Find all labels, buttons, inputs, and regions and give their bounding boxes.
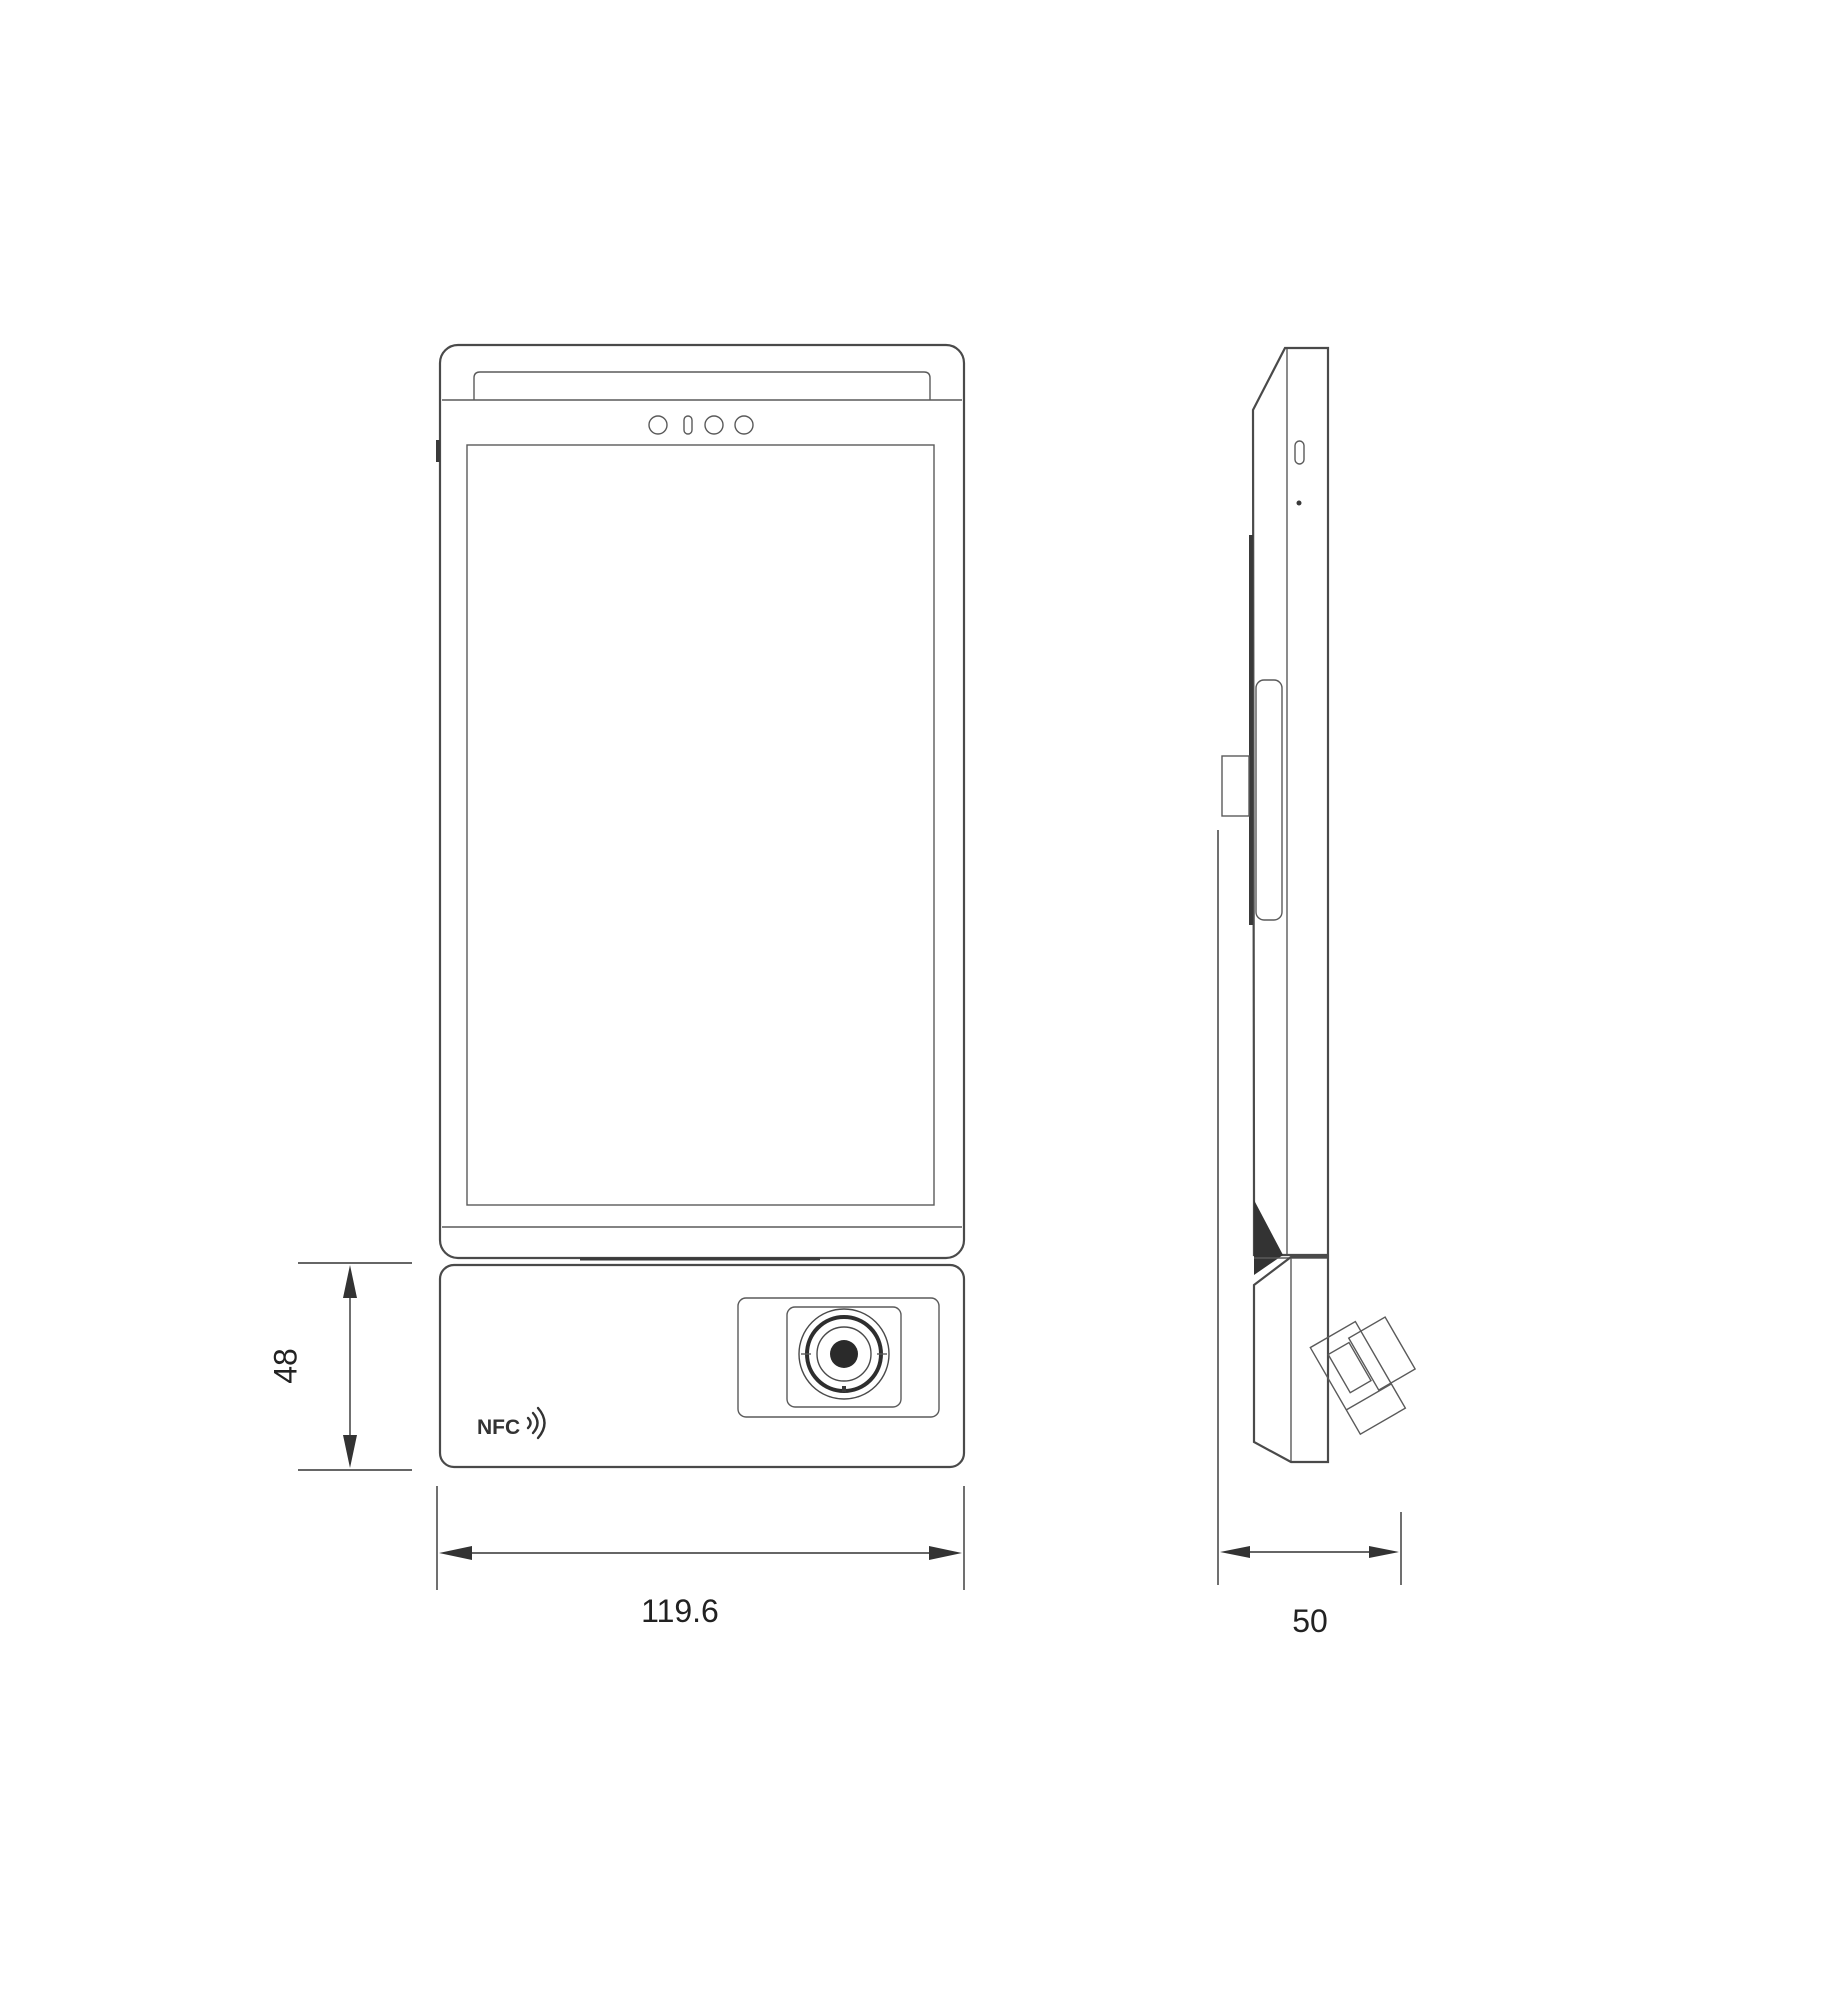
height-arrow-top <box>343 1265 357 1298</box>
side-mic-hole <box>1296 500 1302 506</box>
scanner-window <box>737 1297 940 1418</box>
scanner-lens-outer-ring <box>798 1308 890 1400</box>
height-label: 48 <box>267 1348 303 1384</box>
dimension-depth: 50 <box>1217 830 1402 1639</box>
side-port <box>1294 440 1305 465</box>
side-connector <box>1309 1316 1417 1436</box>
side-hinge-shadow <box>1254 1200 1283 1275</box>
side-bracket <box>1221 755 1250 817</box>
depth-arrow-left <box>1220 1546 1250 1558</box>
scanner-lens-inner-ring <box>816 1326 872 1382</box>
side-body <box>1251 346 1330 1257</box>
height-arrow-bottom <box>343 1435 357 1468</box>
side-screen-edge <box>1249 535 1253 925</box>
scanner-lens-frame <box>786 1306 902 1408</box>
side-lower-module <box>1252 1255 1330 1464</box>
front-top-band <box>473 371 931 400</box>
front-sensor-icon <box>704 415 724 435</box>
dimension-width: 119.6 <box>436 1486 965 1629</box>
side-slot <box>1255 679 1283 921</box>
front-view: NFC <box>436 343 966 1469</box>
front-screen <box>466 444 935 1206</box>
front-camera-icon <box>648 415 668 435</box>
nfc-waves-icon <box>526 1406 546 1440</box>
width-label: 119.6 <box>641 1593 719 1629</box>
side-view <box>1221 346 1417 1464</box>
scanner-lens-center <box>830 1340 858 1368</box>
nfc-label: NFC <box>477 1416 520 1439</box>
dimension-height: 48 <box>267 1262 412 1471</box>
depth-label: 50 <box>1292 1603 1328 1639</box>
front-display-housing <box>438 343 966 1260</box>
front-lower-module <box>438 1263 966 1469</box>
width-arrow-right <box>929 1546 962 1560</box>
front-side-button <box>436 440 440 462</box>
scanner-tick-bottom <box>842 1386 846 1392</box>
front-light-sensor-icon <box>734 415 754 435</box>
front-sensor-slot-icon <box>683 415 693 435</box>
width-arrow-left <box>439 1546 472 1560</box>
depth-arrow-right <box>1369 1546 1399 1558</box>
